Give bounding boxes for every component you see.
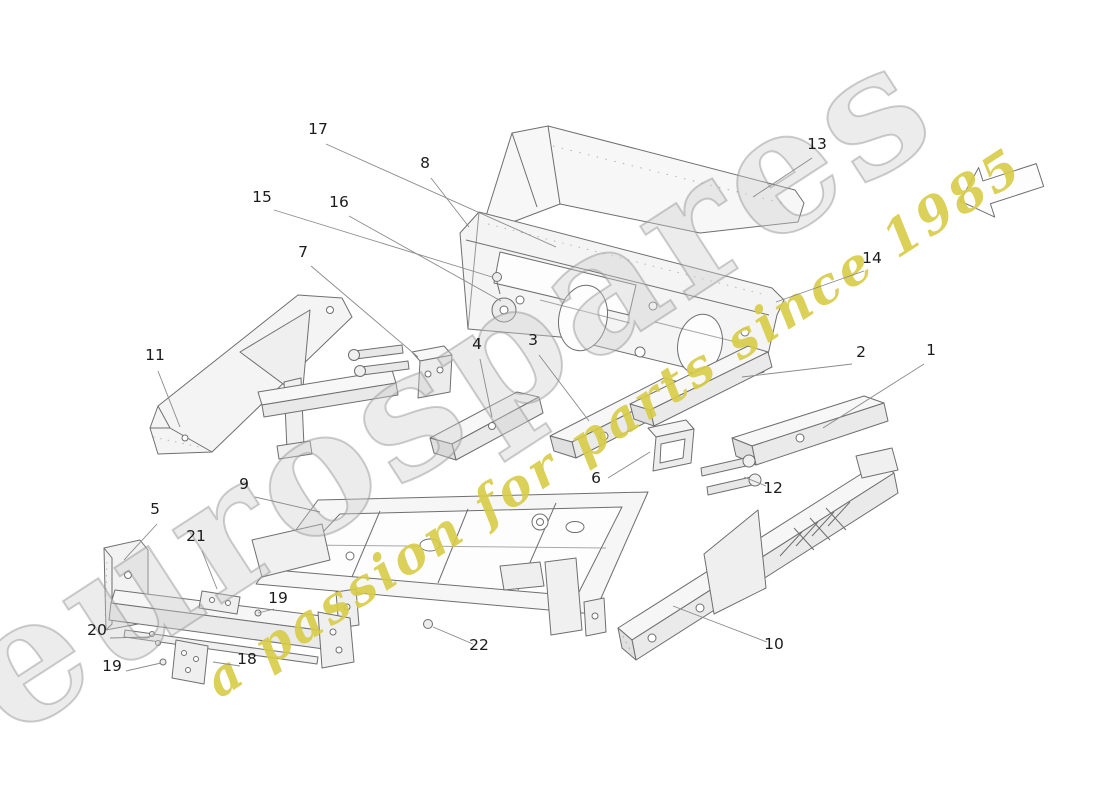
- callout-label-4: 4: [472, 335, 482, 353]
- direction-arrow-icon: [959, 163, 1045, 218]
- part-bulkhead-panel: [459, 211, 785, 381]
- callout-label-5: 5: [150, 500, 160, 518]
- callout-label-1: 1: [926, 341, 936, 359]
- callout-label-19b: 19: [102, 657, 122, 675]
- callout-label-12: 12: [763, 479, 783, 497]
- part-side-member-left: [149, 294, 399, 460]
- callout-label-13: 13: [807, 135, 827, 153]
- part-bolts-12: [700, 454, 762, 496]
- callout-label-21: 21: [186, 527, 206, 545]
- callout-label-6: 6: [591, 469, 601, 487]
- callout-label-11: 11: [145, 346, 165, 364]
- callout-label-7: 7: [298, 243, 308, 261]
- part-floor-frame: [251, 491, 649, 637]
- callout-label-16: 16: [329, 193, 349, 211]
- part-cross-beam-4: [429, 391, 544, 461]
- callout-label-2: 2: [856, 343, 866, 361]
- part-cross-beam-2: [629, 345, 773, 427]
- callout-label-8: 8: [420, 154, 430, 172]
- part-side-member-right: [617, 447, 899, 661]
- callout-label-9: 9: [239, 475, 249, 493]
- part-cross-beam-1: [731, 395, 889, 466]
- callout-label-3: 3: [528, 331, 538, 349]
- callout-label-22: 22: [469, 636, 489, 654]
- part-bracket-6: [647, 419, 695, 472]
- callout-label-10: 10: [764, 635, 784, 653]
- callout-label-20: 20: [87, 621, 107, 639]
- part-bumper-assembly: [103, 539, 355, 685]
- part-grommet-15-16: [491, 272, 517, 323]
- callout-label-15: 15: [252, 188, 272, 206]
- callout-label-17: 17: [308, 120, 328, 138]
- leader-lines: [109, 143, 925, 672]
- callout-label-19a: 19: [268, 589, 288, 607]
- callout-label-14: 14: [862, 249, 882, 267]
- part-cowl-panel: [485, 125, 805, 234]
- callout-label-18: 18: [237, 650, 257, 668]
- part-bracket-bolts-7: [348, 344, 453, 399]
